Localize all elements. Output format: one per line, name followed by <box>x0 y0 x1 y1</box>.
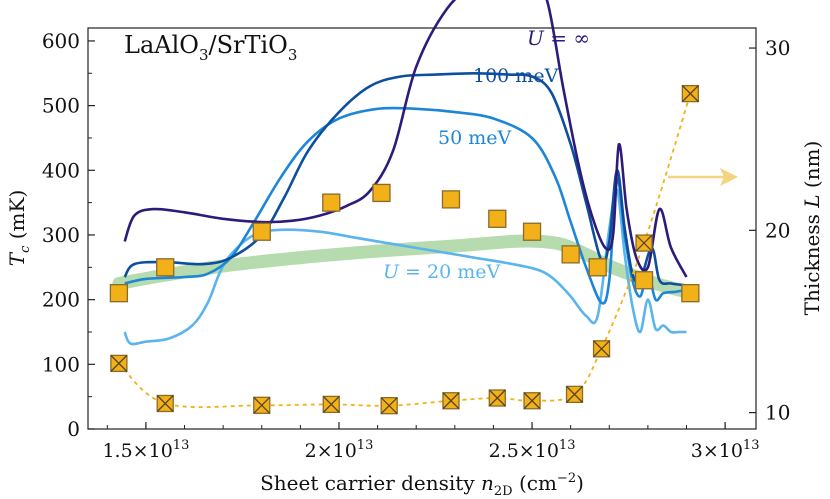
tc-marker <box>561 245 580 264</box>
right-axis-arrow <box>668 168 738 186</box>
tc-marker <box>522 222 542 241</box>
y2-axis-label: Thickness L (nm) <box>800 141 824 316</box>
y-axis-label: Tc (mK) <box>5 190 33 267</box>
y-tick-label: 0 <box>67 417 80 441</box>
y2-tick-label: 20 <box>765 218 790 242</box>
x-axis-label: Sheet carrier density n2D (cm−2) <box>260 471 584 499</box>
thickness-marker <box>322 395 340 414</box>
thickness-marker <box>635 234 653 252</box>
thickness-marker <box>565 385 584 404</box>
label-100mev: 100 meV <box>473 65 559 87</box>
thickness-marker <box>681 84 700 103</box>
y-tick-label: 600 <box>42 29 80 53</box>
band-trend <box>112 234 693 299</box>
thickness-marker <box>156 394 174 413</box>
tc-marker <box>109 284 129 303</box>
label-u-inf: U = ∞ <box>527 26 590 50</box>
thickness-marker <box>380 397 398 415</box>
x-tick-label: 1.5×1013 <box>102 438 189 462</box>
tc-marker <box>322 193 341 212</box>
thickness-marker <box>442 392 460 410</box>
tc-marker <box>588 258 607 277</box>
curve-u-20mev <box>123 187 687 346</box>
green-band-layer <box>112 234 693 299</box>
thickness-layer <box>110 84 700 415</box>
tc-markers-layer <box>109 183 700 303</box>
y-tick-label: 400 <box>42 158 80 182</box>
tc-marker <box>372 183 391 203</box>
x-tick-label: 3×1013 <box>691 438 760 462</box>
tc-marker <box>156 258 175 277</box>
thickness-marker <box>592 340 611 358</box>
plot-frame <box>87 27 757 430</box>
chart-title: LaAlO3/SrTiO3 <box>124 31 297 64</box>
y-tick-label: 300 <box>42 223 80 247</box>
label-u-20mev: U = 20 meV <box>383 261 500 283</box>
tc-marker <box>634 271 654 290</box>
y2-tick-label: 10 <box>765 401 790 425</box>
y2-tick-label: 30 <box>765 36 790 60</box>
axes-layer: 0 100 200 300 400 500 600 10 20 30 1.5×1013 2×1013 2… <box>42 29 791 462</box>
y-tick-label: 500 <box>42 94 80 118</box>
curve-u-inf <box>123 0 688 278</box>
y-tick-label: 200 <box>42 288 80 312</box>
tc-marker <box>488 209 507 228</box>
x-tick-label: 2.5×1013 <box>489 438 576 462</box>
thickness-marker <box>523 392 541 410</box>
thickness-marker <box>488 389 506 407</box>
label-50mev: 50 meV <box>438 127 511 149</box>
thickness-dashed-line <box>118 93 692 409</box>
tc-marker <box>681 284 700 303</box>
y-tick-label: 100 <box>42 352 80 376</box>
thickness-marker <box>253 396 271 414</box>
tc-marker <box>441 190 461 209</box>
tc-marker <box>252 222 271 241</box>
x-tick-label: 2×1013 <box>305 438 374 462</box>
thickness-marker <box>110 354 128 373</box>
